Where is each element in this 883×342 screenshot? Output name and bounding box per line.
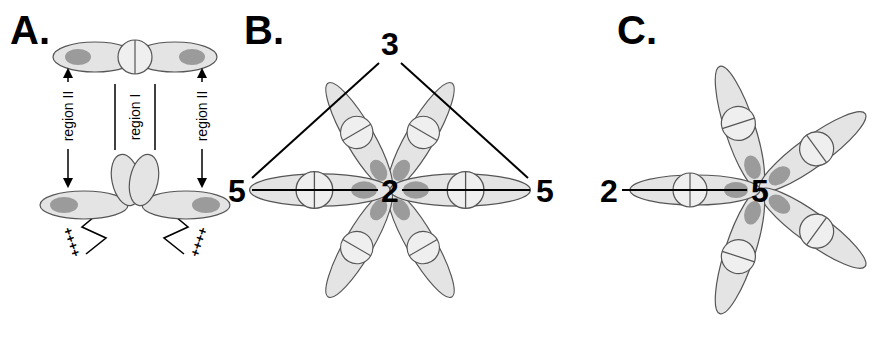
monomer	[142, 191, 230, 219]
axis-line	[401, 63, 528, 178]
monomer	[250, 172, 390, 209]
axis-line	[252, 63, 379, 178]
top-dimer	[53, 40, 217, 74]
region-line	[154, 84, 156, 150]
monomer	[390, 172, 530, 209]
region-label: region II	[195, 91, 209, 142]
axis-line	[402, 189, 530, 191]
symmetry-number: 5	[228, 175, 246, 207]
symmetry-number: 3	[381, 28, 399, 60]
symmetry-number: 5	[751, 175, 769, 207]
hexamer	[250, 75, 531, 305]
region-label: region I	[128, 94, 142, 141]
region-arrow	[201, 149, 203, 186]
lobe	[125, 152, 163, 209]
axis-line	[622, 189, 747, 191]
domain-spot	[192, 197, 220, 213]
panel-letter: C.	[617, 10, 657, 50]
domain-divider	[134, 40, 135, 74]
symmetry-number: 2	[600, 175, 618, 207]
domain-spot	[179, 49, 205, 65]
charge-marks: ++++	[61, 226, 83, 259]
region-arrow	[67, 149, 69, 186]
symmetry-number: 5	[536, 175, 554, 207]
axis-line	[252, 189, 378, 191]
panel-letter: B.	[244, 10, 284, 50]
region-label: region II	[61, 91, 75, 142]
domain-spot	[50, 197, 78, 213]
symmetry-number: 2	[381, 175, 399, 207]
panel-letter: A.	[10, 10, 50, 50]
central-domain	[118, 40, 152, 74]
charge-marks: ++++	[188, 226, 210, 259]
domain-spot	[65, 49, 91, 65]
monomer	[40, 191, 128, 219]
region-arrow	[201, 70, 203, 82]
region-arrow	[67, 70, 69, 82]
region-line	[114, 84, 116, 150]
